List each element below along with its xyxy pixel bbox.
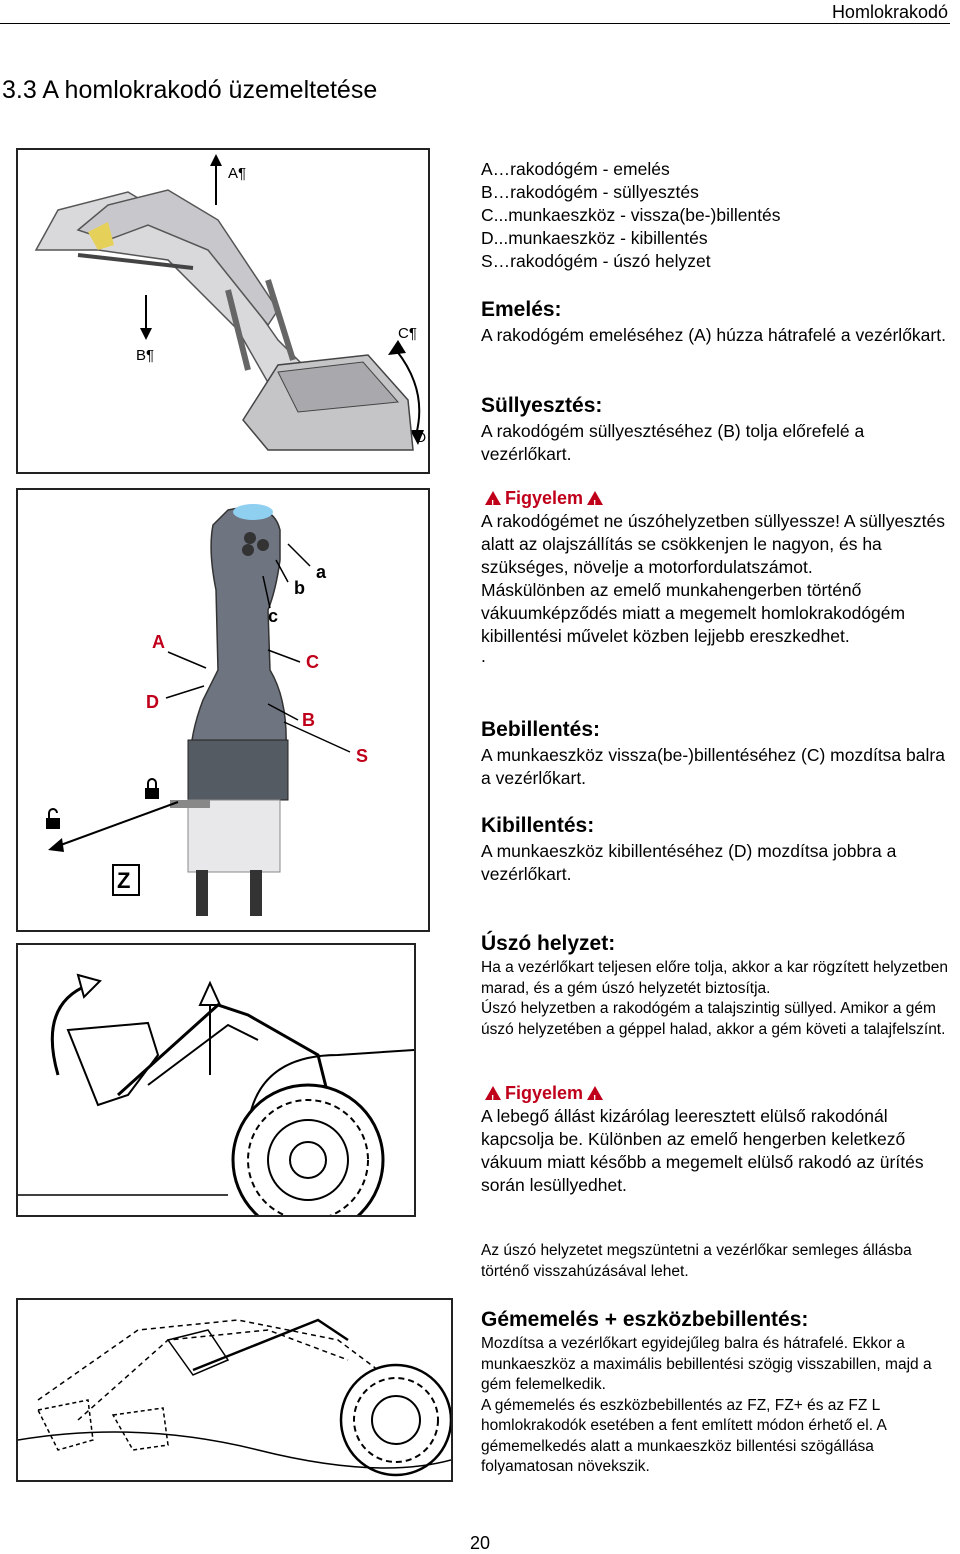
warning-block-2: !Figyelem! A lebegő állást kizárólag lee… bbox=[481, 1082, 959, 1197]
gememeles-text: Mozdítsa a vezérlőkart egyidejűleg balra… bbox=[481, 1335, 932, 1393]
uszo-heading: Úszó helyzet: bbox=[481, 932, 616, 955]
label-B: B¶ bbox=[136, 347, 154, 364]
warning-text: A rakodógémet ne úszóhelyzetben süllyess… bbox=[481, 511, 946, 577]
bebillentes-block: Bebillentés: A munkaeszköz vissza(be-)bi… bbox=[481, 716, 959, 790]
joystick-figure: a b c A C D B S bbox=[16, 488, 430, 932]
header-rule bbox=[0, 23, 950, 24]
uszo-text: Ha a vezérlőkart teljesen előre tolja, a… bbox=[481, 959, 948, 997]
bebillentes-text: A munkaeszköz vissza(be-)billentéséhez (… bbox=[481, 745, 945, 788]
warning-text: Máskülönben az emelő munkahengerben tört… bbox=[481, 580, 906, 646]
label-Z: Z bbox=[117, 868, 130, 893]
sullyesztes-text: A rakodógém süllyesztéséhez (B) tolja el… bbox=[481, 421, 865, 464]
warning-icon: ! bbox=[485, 491, 501, 510]
legend-item: S…rakodógém - úszó helyzet bbox=[481, 251, 711, 271]
label-B-red: B bbox=[302, 710, 315, 730]
warning-icon: ! bbox=[587, 1086, 604, 1105]
float-figure bbox=[16, 943, 416, 1237]
warning-text: A lebegő állást kizárólag leeresztett el… bbox=[481, 1106, 924, 1195]
running-header: Homlokrakodó bbox=[831, 2, 948, 22]
warning-icon: ! bbox=[485, 1086, 501, 1105]
separator-dot: . bbox=[481, 646, 486, 666]
uszo-block: Úszó helyzet: Ha a vezérlőkart teljesen … bbox=[481, 930, 959, 1040]
label-b-lower: b bbox=[294, 578, 305, 598]
label-C: C¶ bbox=[398, 325, 417, 342]
sullyesztes-block: Süllyesztés: A rakodógém süllyesztéséhez… bbox=[481, 392, 959, 466]
label-A: A¶ bbox=[228, 165, 246, 182]
emeles-block: Emelés: A rakodógém emeléséhez (A) húzza… bbox=[481, 296, 959, 347]
unlock-icon bbox=[46, 808, 60, 829]
combined-motion-figure bbox=[16, 1298, 453, 1482]
label-a-lower: a bbox=[316, 562, 327, 582]
emeles-text: A rakodógém emeléséhez (A) húzza hátrafe… bbox=[481, 325, 946, 345]
label-A-red: A bbox=[152, 632, 165, 652]
label-C-red: C bbox=[306, 652, 319, 672]
loader-figure: A¶ B¶ C¶ D bbox=[16, 148, 430, 474]
label-c-lower: c bbox=[268, 606, 278, 626]
legend-item: C...munkaeszköz - vissza(be-)billentés bbox=[481, 205, 781, 225]
uszo-stop-text: Az úszó helyzetet megszüntetni a vezérlő… bbox=[481, 1242, 912, 1280]
uszo-text: Úszó helyzetben a rakodógém a talajszint… bbox=[481, 1000, 946, 1038]
lock-icon bbox=[145, 778, 159, 799]
warning-title: !Figyelem! bbox=[481, 487, 959, 510]
kibillentes-block: Kibillentés: A munkaeszköz kibillentéséh… bbox=[481, 812, 959, 886]
page-number: 20 bbox=[470, 1533, 491, 1553]
gememeles-heading: Gémemelés + eszközbebillentés: bbox=[481, 1308, 809, 1331]
label-D-red: D bbox=[146, 692, 159, 712]
emeles-heading: Emelés: bbox=[481, 298, 562, 321]
gememeles-block: Gémemelés + eszközbebillentés: Mozdítsa … bbox=[481, 1306, 959, 1478]
legend-item: D...munkaeszköz - kibillentés bbox=[481, 228, 708, 248]
kibillentes-text: A munkaeszköz kibillentéséhez (D) mozdít… bbox=[481, 841, 897, 884]
gememeles-text: A gémemelés és eszközbebillentés az FZ, … bbox=[481, 1396, 886, 1476]
warning-icon: ! bbox=[587, 491, 604, 510]
section-title: 3.3 A homlokrakodó üzemeltetése bbox=[2, 76, 378, 104]
warning-title: !Figyelem! bbox=[481, 1082, 959, 1105]
legend-item: B…rakodógém - süllyesztés bbox=[481, 182, 699, 202]
legend-list: A…rakodógém - emelés B…rakodógém - sülly… bbox=[481, 158, 959, 273]
label-S-red: S bbox=[356, 746, 368, 766]
warning-block-1: !Figyelem! A rakodógémet ne úszóhelyzetb… bbox=[481, 487, 959, 666]
kibillentes-heading: Kibillentés: bbox=[481, 814, 595, 837]
sullyesztes-heading: Süllyesztés: bbox=[481, 394, 603, 417]
bebillentes-heading: Bebillentés: bbox=[481, 718, 601, 741]
label-D: D bbox=[416, 429, 426, 445]
legend-item: A…rakodógém - emelés bbox=[481, 159, 670, 179]
